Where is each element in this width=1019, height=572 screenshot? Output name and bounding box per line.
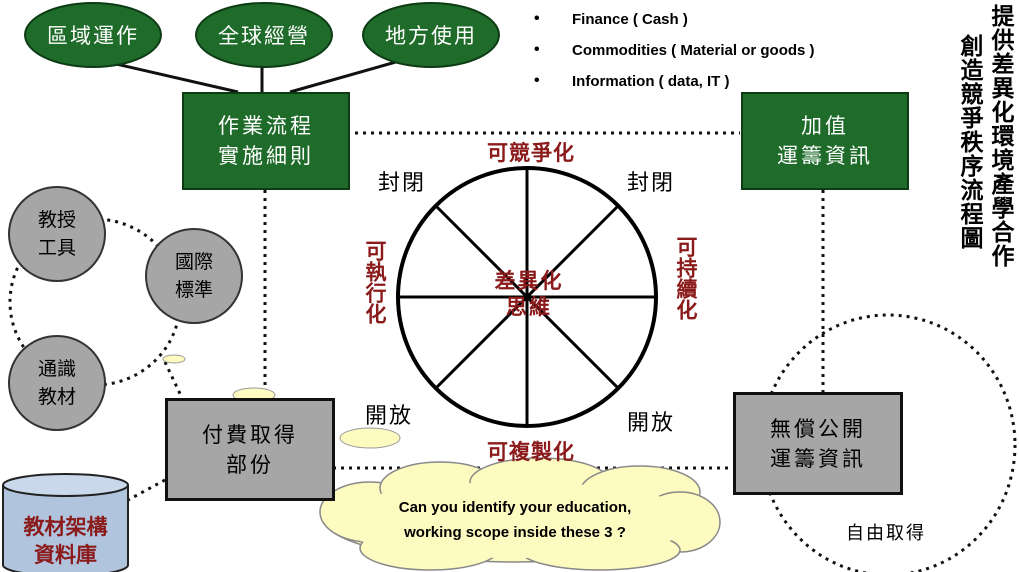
small-bubble <box>339 427 401 449</box>
connector-line <box>289 56 411 94</box>
database-label: 教材架構 資料庫 <box>23 514 108 567</box>
bullet-item: Finance ( Cash ) <box>534 10 815 42</box>
wheel-spoke <box>434 204 620 390</box>
wheel-label-top: 可競爭化 <box>487 140 575 165</box>
wheel-center-label: 差異化 思維 <box>494 268 564 319</box>
process-box: 作業流程 實施細則 <box>182 92 350 190</box>
database-cylinder <box>2 473 129 572</box>
dotted-connector <box>127 478 166 502</box>
dotted-connector <box>163 361 184 399</box>
circle-international-standard: 國際 標準 <box>145 228 243 324</box>
dotted-ring-right <box>759 313 1017 572</box>
wheel-label-left: 可執行化 <box>363 240 388 324</box>
free-access-label: 自由取得 <box>846 523 926 544</box>
circle-general-materials: 通識 教材 <box>8 335 106 431</box>
value-info-box: 加值 運籌資訊 <box>741 92 909 190</box>
free-info-box: 無償公開 運籌資訊 <box>733 392 903 495</box>
paid-access-box: 付費取得 部份 <box>165 398 335 501</box>
cloud-question: Can you identify your education, working… <box>398 499 632 541</box>
circle-teaching-tools: 教授 工具 <box>8 186 106 282</box>
label-open-left: 開放 <box>365 404 414 429</box>
side-title-col2: 創造競爭秩序流程圖 <box>956 34 983 250</box>
wheel-label-bottom: 可複製化 <box>487 439 575 464</box>
oval-regional-operation: 區域運作 <box>24 2 162 68</box>
label-open-right: 開放 <box>627 411 676 436</box>
oval-global-management: 全球經營 <box>195 2 333 68</box>
label-closed-left: 封閉 <box>378 171 427 196</box>
side-title-col1: 提供差異化環境產學合作 <box>987 4 1014 268</box>
resource-bullet-list: Finance ( Cash ) Commodities ( Material … <box>534 10 815 104</box>
label-closed-right: 封閉 <box>627 171 676 196</box>
small-bubble <box>162 354 186 364</box>
oval-local-use: 地方使用 <box>362 2 500 68</box>
wheel-label-right: 可持續化 <box>674 236 699 320</box>
bullet-item: Commodities ( Material or goods ) <box>534 41 815 73</box>
bullet-item: Information ( data, IT ) <box>534 72 815 104</box>
